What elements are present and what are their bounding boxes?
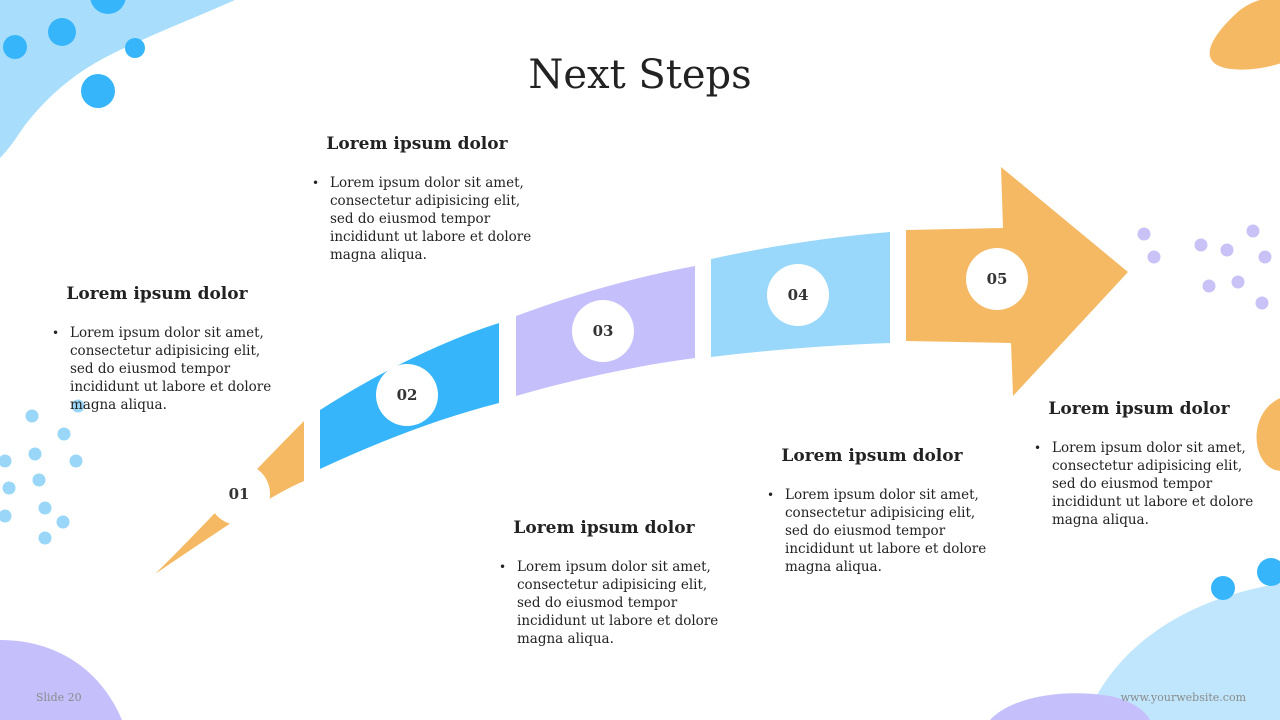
slide-number: Slide 20 <box>36 691 82 704</box>
step-body-text-03: Lorem ipsum dolor sit amet, consectetur … <box>517 559 719 647</box>
decor-blob-right-edge <box>1256 398 1280 471</box>
step-body-05: • Lorem ipsum dolor sit amet, consectetu… <box>1034 439 1254 529</box>
page-title: Next Steps <box>528 52 752 98</box>
step-heading-03: Lorem ipsum dolor <box>513 518 695 538</box>
step-number-01: 01 <box>229 485 250 503</box>
step-body-04: • Lorem ipsum dolor sit amet, consectetu… <box>767 486 987 576</box>
step-body-text-04: Lorem ipsum dolor sit amet, consectetur … <box>785 487 987 575</box>
step-marker-03: 03 <box>572 300 634 362</box>
decor-dot <box>48 18 76 46</box>
step-body-text-05: Lorem ipsum dolor sit amet, consectetur … <box>1052 440 1254 528</box>
step-text-03: Lorem ipsum dolor • Lorem ipsum dolor si… <box>489 518 719 648</box>
decor-dots-left <box>0 399 85 545</box>
step-body-text-02: Lorem ipsum dolor sit amet, consectetur … <box>330 175 532 263</box>
step-marker-01: 01 <box>208 463 270 525</box>
step-text-04: Lorem ipsum dolor • Lorem ipsum dolor si… <box>757 446 987 576</box>
website-link[interactable]: www.yourwebsite.com <box>1120 691 1246 704</box>
decor-blob-bottom-left <box>0 640 122 720</box>
step-number-02: 02 <box>397 386 418 404</box>
step-text-05: Lorem ipsum dolor • Lorem ipsum dolor si… <box>1024 399 1254 529</box>
bullet-icon: • <box>767 488 775 502</box>
step-marker-04: 04 <box>767 264 829 326</box>
bullet-icon: • <box>499 560 507 574</box>
step-heading-01: Lorem ipsum dolor <box>66 284 248 304</box>
decor-dot <box>3 35 27 59</box>
step-text-01: Lorem ipsum dolor • Lorem ipsum dolor si… <box>42 284 272 414</box>
step-heading-05: Lorem ipsum dolor <box>1048 399 1230 419</box>
decor-dot <box>125 38 145 58</box>
bullet-icon: • <box>1034 441 1042 455</box>
decor-blob-bottom-right-light <box>1085 583 1280 720</box>
bullet-icon: • <box>52 326 60 340</box>
step-number-04: 04 <box>788 286 809 304</box>
decor-blob-bottom-right-lavender <box>990 693 1150 720</box>
decor-dot <box>90 0 126 14</box>
decor-dot <box>1257 558 1280 586</box>
bullet-icon: • <box>312 176 320 190</box>
step-text-02: Lorem ipsum dolor • Lorem ipsum dolor si… <box>302 134 532 264</box>
step-number-05: 05 <box>987 270 1008 288</box>
step-body-03: • Lorem ipsum dolor sit amet, consectetu… <box>499 558 719 648</box>
decor-dot <box>1211 576 1235 600</box>
decor-dot <box>81 74 115 108</box>
step-body-01: • Lorem ipsum dolor sit amet, consectetu… <box>52 324 272 414</box>
step-body-02: • Lorem ipsum dolor sit amet, consectetu… <box>312 174 532 264</box>
step-marker-05: 05 <box>966 248 1028 310</box>
step-heading-02: Lorem ipsum dolor <box>326 134 508 154</box>
arrow-segment-01 <box>155 421 304 574</box>
step-marker-02: 02 <box>376 364 438 426</box>
decor-blob-top-right <box>1209 0 1280 70</box>
step-body-text-01: Lorem ipsum dolor sit amet, consectetur … <box>70 325 272 413</box>
decor-dots-right <box>1137 224 1272 310</box>
step-heading-04: Lorem ipsum dolor <box>781 446 963 466</box>
step-number-03: 03 <box>593 322 614 340</box>
